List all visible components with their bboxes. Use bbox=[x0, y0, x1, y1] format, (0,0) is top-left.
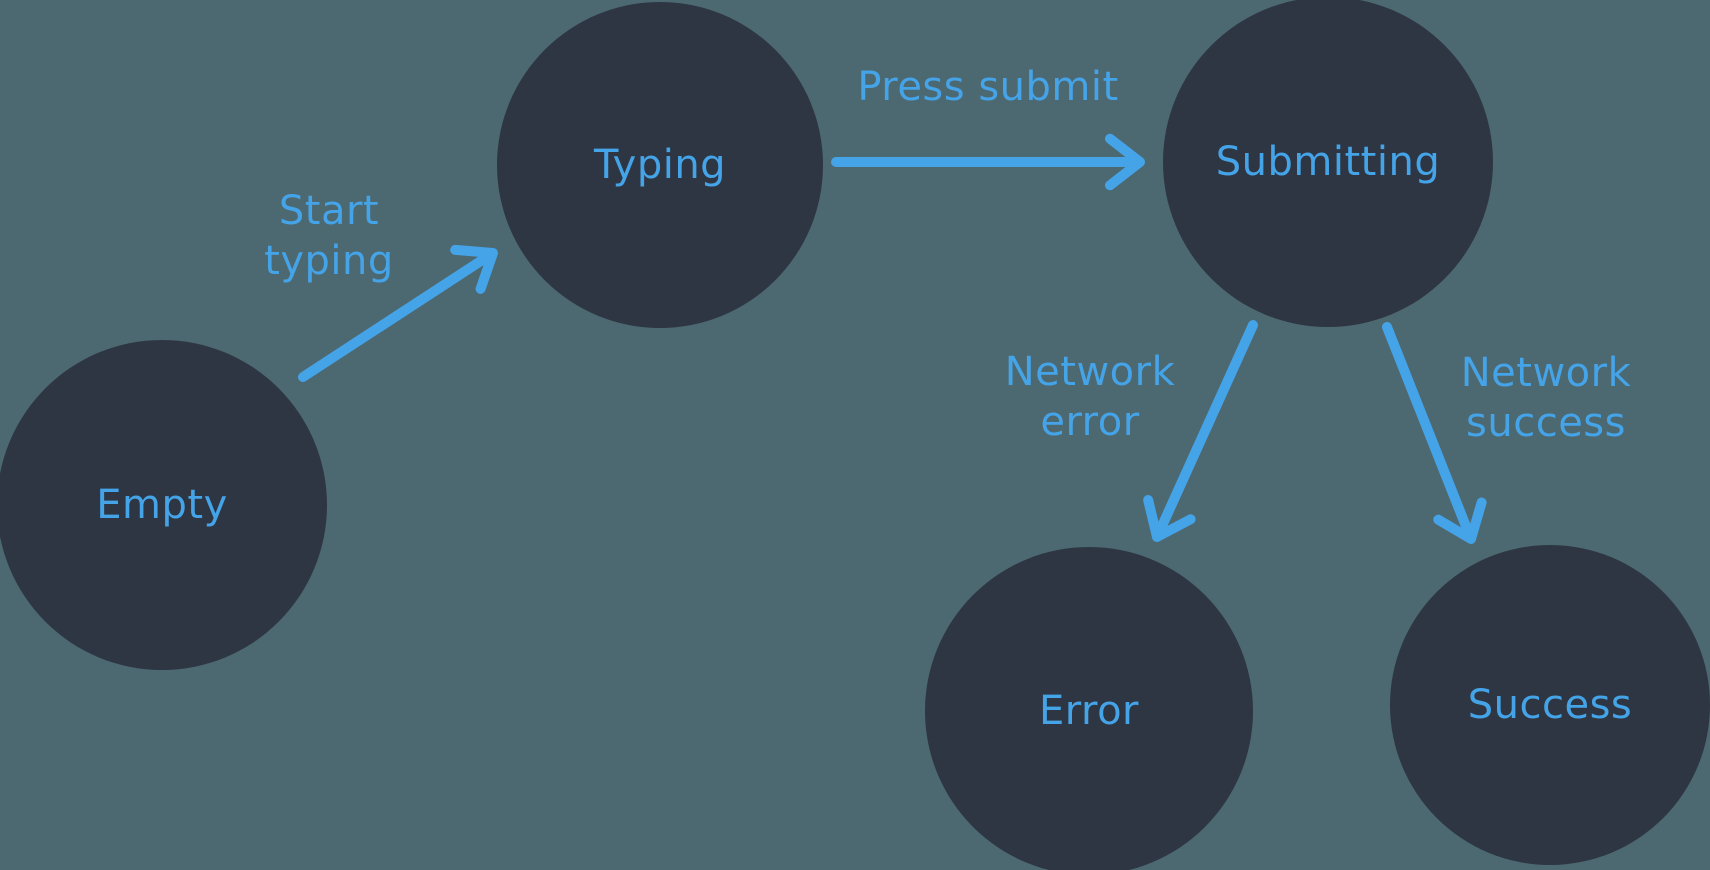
edge-arrow-start-typing bbox=[298, 251, 493, 382]
edge-arrow-network-success bbox=[1382, 322, 1474, 539]
state-node-submitting: Submitting bbox=[1163, 0, 1493, 327]
edge-arrow-press-submit bbox=[1104, 133, 1145, 191]
state-node-error: Error bbox=[925, 547, 1253, 870]
edge-arrow-start-typing bbox=[450, 244, 498, 294]
state-label-typing: Typing bbox=[593, 142, 727, 188]
edge-label-network-error: Network error bbox=[1004, 349, 1176, 445]
state-node-typing: Typing bbox=[497, 2, 823, 328]
state-label-success: Success bbox=[1467, 682, 1633, 728]
edge-arrow-network-error bbox=[1143, 495, 1196, 542]
state-label-submitting: Submitting bbox=[1215, 139, 1441, 185]
edge-arrow-network-success bbox=[1433, 497, 1487, 544]
edge-label-start-typing: Start typing bbox=[264, 188, 394, 284]
edge-label-network-success: Network success bbox=[1460, 350, 1632, 446]
edge-arrow-network-error bbox=[1154, 320, 1258, 537]
state-node-empty: Empty bbox=[0, 340, 327, 670]
state-label-error: Error bbox=[1039, 688, 1139, 734]
state-label-empty: Empty bbox=[96, 482, 228, 528]
edge-label-press-submit: Press submit bbox=[857, 64, 1119, 110]
state-node-success: Success bbox=[1390, 545, 1710, 865]
